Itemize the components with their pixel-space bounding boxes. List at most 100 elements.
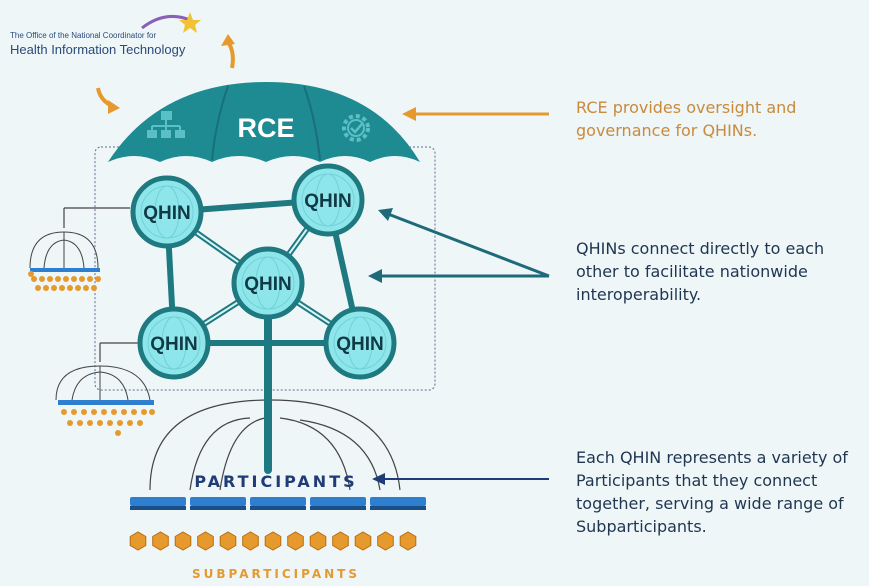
subparticipant-dot xyxy=(111,409,117,415)
subparticipant-dot xyxy=(95,276,101,282)
subparticipant-dot xyxy=(39,276,45,282)
subparticipant-dot xyxy=(51,285,57,291)
subparticipant-icon xyxy=(264,531,282,551)
subparticipant-dot xyxy=(91,409,97,415)
qhin-nodes: QHIN QHIN QHIN QHIN QHIN xyxy=(130,163,397,380)
left-tree-upper xyxy=(29,207,130,272)
participant-bar-shadow xyxy=(130,506,186,510)
participant-bar-shadow xyxy=(310,506,366,510)
participants-label: PARTICIPANTS xyxy=(194,472,357,491)
qhin-node: QHIN xyxy=(323,306,397,380)
subparticipant-dot xyxy=(61,409,67,415)
subparticipant-dot xyxy=(67,285,73,291)
qhin-arrow-head-icon-1 xyxy=(378,208,393,221)
qhin-arrow-head-icon-2 xyxy=(368,269,382,283)
subparticipant-dot xyxy=(77,420,83,426)
qhin-callout: QHINs connect directly to each other to … xyxy=(576,239,825,304)
logo-text-main: Health Information Technology xyxy=(10,42,186,57)
subparticipant-dot xyxy=(149,409,155,415)
hierarchy-icon xyxy=(147,111,185,138)
qhin-label: QHIN xyxy=(336,334,384,355)
participant-bar-shadow xyxy=(190,506,246,510)
subparticipant-dot xyxy=(115,430,121,436)
logo-star-icon xyxy=(179,12,201,33)
qhin-node: QHIN xyxy=(291,163,365,237)
subparticipants-label: SUBPARTICIPANTS xyxy=(192,567,360,581)
subparticipant-icon xyxy=(332,531,349,551)
rce-label: RCE xyxy=(237,113,294,143)
subparticipant-dot xyxy=(141,409,147,415)
umbrella-ribs xyxy=(211,85,321,161)
subparticipant-dot xyxy=(31,276,37,282)
participants-arrow-head-icon xyxy=(372,473,385,485)
subparticipant-icon xyxy=(152,531,169,551)
subparticipant-icon xyxy=(287,531,304,551)
left-tree-lower xyxy=(55,342,154,405)
subparticipant-dot xyxy=(81,409,87,415)
subparticipant-dot xyxy=(71,276,77,282)
subparticipant-icon xyxy=(129,531,147,551)
arrow-up-head-icon xyxy=(221,34,235,46)
callout-arrows xyxy=(368,107,550,485)
subparticipant-dot xyxy=(83,285,89,291)
rce-arrow-head-icon xyxy=(402,107,416,121)
subparticipant-dot xyxy=(28,271,34,277)
subparticipant-dot xyxy=(97,420,103,426)
subparticipant-icon xyxy=(309,531,327,551)
subparticipant-dot xyxy=(101,409,107,415)
subparticipant-icon xyxy=(197,531,214,551)
arrow-down-head-icon xyxy=(108,100,120,114)
subparticipant-dot xyxy=(137,420,143,426)
subparticipant-dot xyxy=(47,276,53,282)
participants-callout: Each QHIN represents a variety of Partic… xyxy=(576,448,848,536)
qhin-node: QHIN xyxy=(231,246,305,320)
subparticipant-dot xyxy=(35,285,41,291)
participant-bar xyxy=(310,497,366,506)
subparticipant-dot xyxy=(75,285,81,291)
subparticipant-dot xyxy=(59,285,65,291)
subparticipant-dot xyxy=(43,285,49,291)
subparticipant-dot xyxy=(127,420,133,426)
gear-check-icon xyxy=(342,114,370,142)
left-subparticipant-dots xyxy=(28,271,155,436)
participant-bar xyxy=(130,497,186,506)
qhin-label: QHIN xyxy=(143,203,191,224)
participant-bar-shadow xyxy=(250,506,306,510)
subparticipant-icon xyxy=(399,531,417,551)
logo-text-small: The Office of the National Coordinator f… xyxy=(10,31,157,40)
logo-swoosh-icon xyxy=(141,14,191,30)
participant-bar xyxy=(190,497,246,506)
qhin-label: QHIN xyxy=(150,334,198,355)
subparticipant-dot xyxy=(63,276,69,282)
participant-bars xyxy=(130,497,426,510)
subparticipant-icon xyxy=(174,531,192,551)
participant-bar xyxy=(370,497,426,506)
subparticipant-icons xyxy=(129,531,417,551)
subparticipant-dot xyxy=(121,409,127,415)
subparticipant-dot xyxy=(107,420,113,426)
subparticipant-icon xyxy=(242,531,259,551)
subparticipant-dot xyxy=(131,409,137,415)
qhin-node: QHIN xyxy=(130,175,204,249)
qhin-label: QHIN xyxy=(244,274,292,295)
participant-bar xyxy=(250,497,306,506)
subparticipant-dot xyxy=(55,276,61,282)
subparticipant-icon xyxy=(377,531,394,551)
participant-bar-shadow xyxy=(370,506,426,510)
subparticipant-dot xyxy=(87,420,93,426)
subparticipant-dot xyxy=(91,285,97,291)
subparticipant-dot xyxy=(67,420,73,426)
qhin-node: QHIN xyxy=(137,306,211,380)
subparticipant-icon xyxy=(219,531,237,551)
subparticipant-dot xyxy=(79,276,85,282)
subparticipant-dot xyxy=(117,420,123,426)
qhin-label: QHIN xyxy=(304,191,352,212)
arrow-up-curved-icon xyxy=(226,40,235,69)
subparticipant-icon xyxy=(354,531,372,551)
rce-umbrella xyxy=(108,82,420,162)
subparticipant-dot xyxy=(71,409,77,415)
subparticipant-dot xyxy=(87,276,93,282)
rce-callout: RCE provides oversight and governance fo… xyxy=(576,98,797,140)
